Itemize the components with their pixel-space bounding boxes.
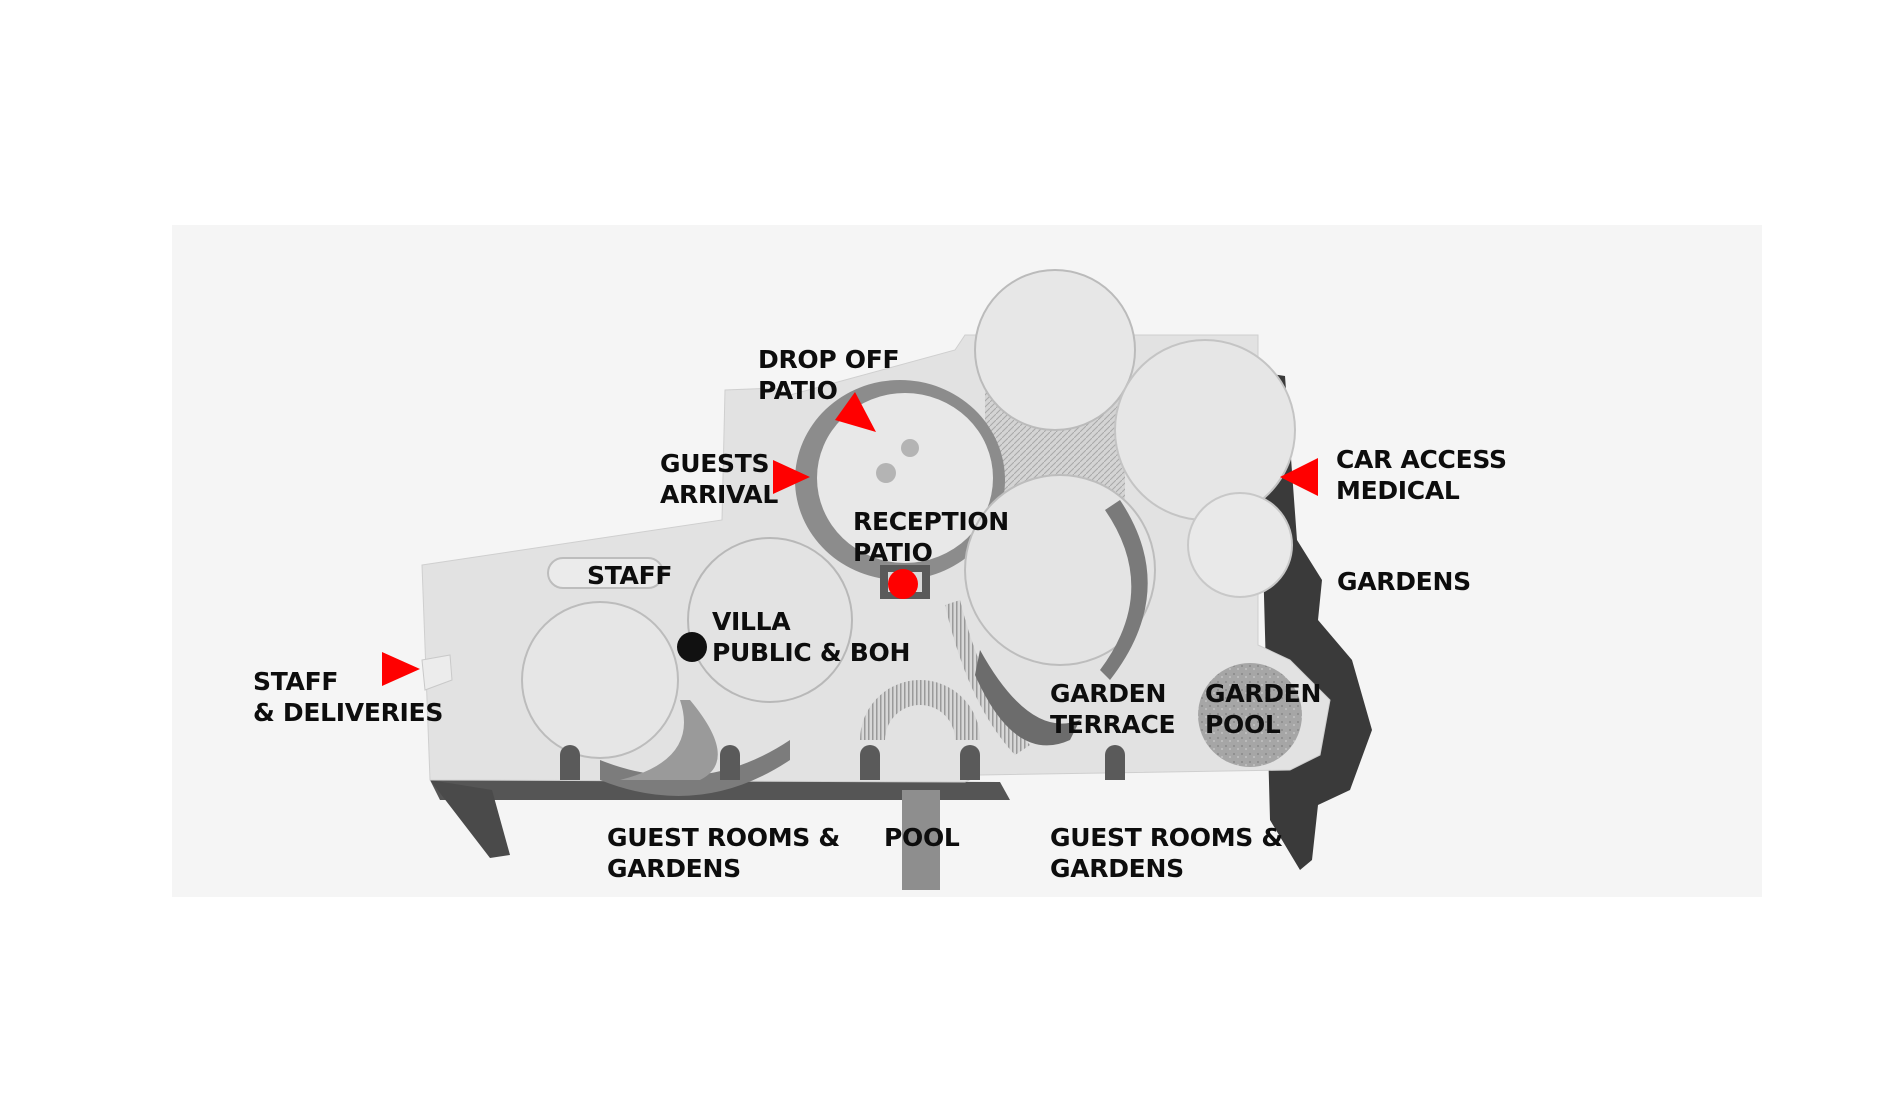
west-notch xyxy=(421,654,453,691)
reception-east-shadow xyxy=(1100,500,1148,680)
east-circle xyxy=(1187,492,1293,598)
drop-off-planter-1 xyxy=(876,463,896,483)
label-villa-public-boh: VILLA PUBLIC & BOH xyxy=(712,607,911,667)
villa-west-circle xyxy=(521,601,679,759)
south-facade-arches xyxy=(560,745,1125,780)
villa-south-shadow xyxy=(620,700,718,780)
label-drop-off-patio: DROP OFF PATIO xyxy=(758,345,900,405)
arrow-staff-deliveries-marker xyxy=(382,652,420,686)
dot-reception-marker xyxy=(888,569,918,599)
label-garden-pool: GARDEN POOL xyxy=(1205,679,1322,739)
southwest-dark-wedge xyxy=(430,780,510,858)
label-guest-rooms-gardens-east: GUEST ROOMS & GARDENS xyxy=(1050,823,1283,883)
staff-bar xyxy=(547,557,664,589)
pool-amphitheatre xyxy=(860,680,980,740)
label-car-access-medical: CAR ACCESS MEDICAL xyxy=(1336,445,1507,505)
arrow-guests-arrival-marker xyxy=(773,460,810,494)
curved-path-dark xyxy=(975,650,1080,746)
staff-lounge-circle xyxy=(687,537,853,703)
dot-villa-marker xyxy=(677,632,707,662)
label-gardens: GARDENS xyxy=(1337,567,1471,596)
north-court-circle xyxy=(974,269,1136,431)
drop-off-oval xyxy=(817,393,993,563)
curved-stair xyxy=(945,600,1030,755)
label-reception-patio: RECEPTION PATIO xyxy=(853,507,1009,567)
label-staff-deliveries: STAFF & DELIVERIES xyxy=(253,667,444,727)
villa-south-arc xyxy=(600,740,790,796)
arrow-car-access-marker xyxy=(1280,458,1318,496)
label-garden-terrace: GARDEN TERRACE xyxy=(1050,679,1176,739)
label-guest-rooms-gardens-west: GUEST ROOMS & GARDENS xyxy=(607,823,840,883)
label-pool: POOL xyxy=(884,823,960,852)
northeast-circle xyxy=(1114,339,1296,521)
label-guests-arrival: GUESTS ARRIVAL xyxy=(660,449,778,509)
label-staff: STAFF xyxy=(587,561,673,590)
garden-pool xyxy=(1198,663,1302,767)
reception-circle-east xyxy=(964,474,1156,666)
pool-shaft xyxy=(902,790,940,890)
arrow-drop-off-marker xyxy=(835,392,876,432)
drop-off-planter-2 xyxy=(901,439,919,457)
